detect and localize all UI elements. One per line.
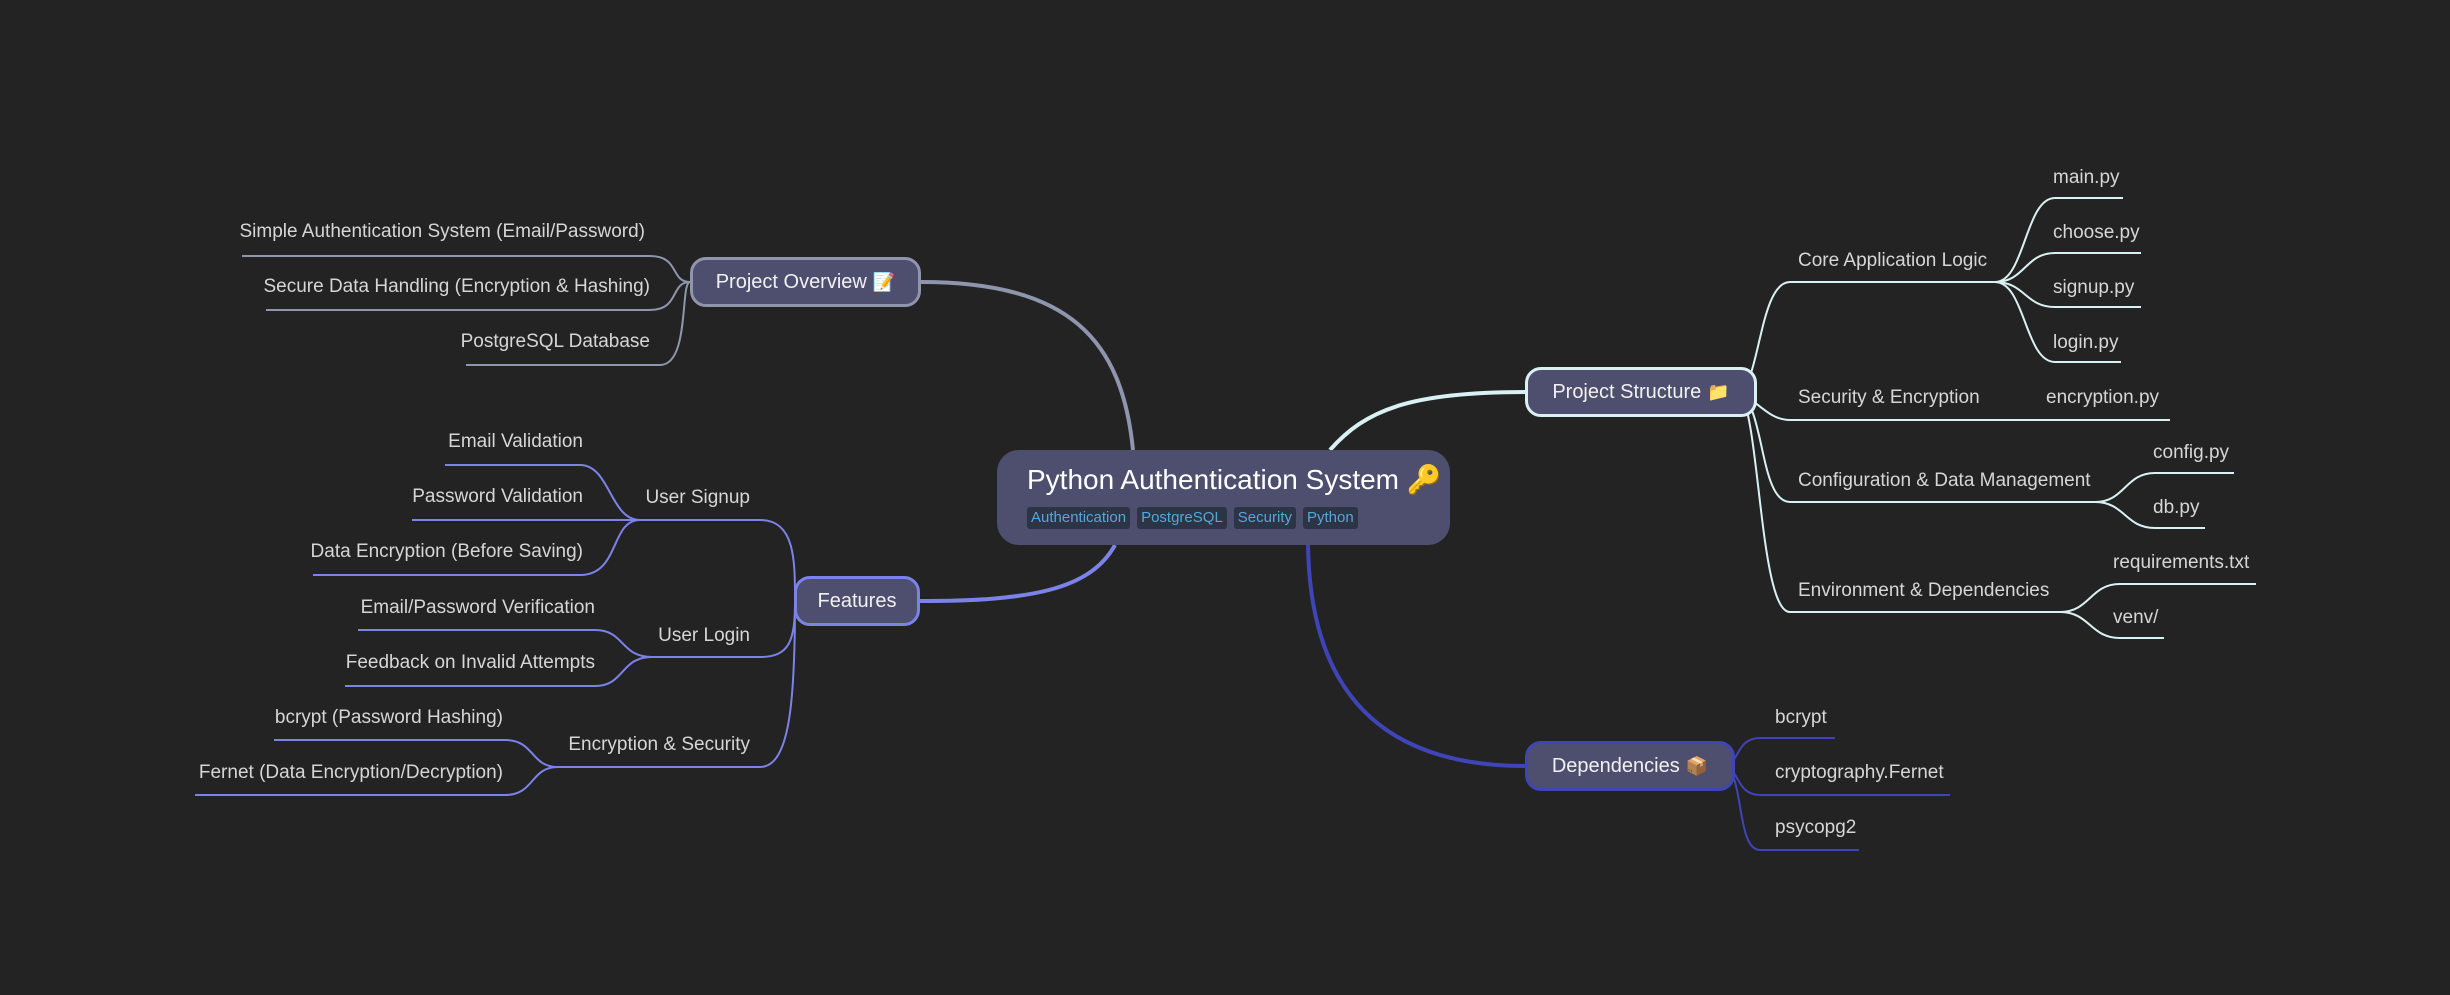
- branch-label: Features: [817, 589, 897, 612]
- branch-label: Dependencies: [1551, 754, 1680, 777]
- encryption-leaf-link-2: [195, 766, 559, 796]
- environment-leaf-link-1: [2059, 583, 2256, 613]
- structure-file[interactable]: login.py: [2053, 332, 2119, 353]
- core-leaf-link-3: [1994, 281, 2141, 308]
- root-title: Python Authentication System: [1027, 464, 1399, 495]
- folder-icon: 📁: [1707, 381, 1730, 402]
- structure-file[interactable]: config.py: [2153, 442, 2230, 463]
- login-leaf-link-2: [345, 656, 653, 687]
- tag-python[interactable]: Python: [1302, 507, 1358, 529]
- signup-leaf-link-3: [313, 519, 641, 576]
- package-icon: 📦: [1685, 755, 1709, 776]
- encryption-leaf-link-1: [274, 739, 559, 768]
- feature-item[interactable]: Data Encryption (Before Saving): [310, 541, 583, 562]
- tag-authentication[interactable]: Authentication: [1027, 507, 1131, 529]
- structure-file[interactable]: requirements.txt: [2113, 552, 2250, 573]
- structure-file[interactable]: main.py: [2053, 167, 2120, 188]
- overview-item[interactable]: Secure Data Handling (Encryption & Hashi…: [263, 276, 650, 297]
- memo-icon: 📝: [872, 271, 896, 292]
- overview-item[interactable]: Simple Authentication System (Email/Pass…: [239, 221, 646, 242]
- feature-group-user-signup[interactable]: User Signup: [645, 487, 750, 508]
- tag-security[interactable]: Security: [1233, 507, 1296, 529]
- login-leaf-link-1: [358, 629, 653, 658]
- core-leaf-link-2: [1994, 252, 2141, 283]
- feature-group-user-login[interactable]: User Login: [658, 625, 750, 646]
- structure-group-security[interactable]: Security & Encryption: [1798, 387, 1980, 408]
- branch-project-overview[interactable]: Project Overview 📝: [690, 257, 921, 307]
- features-links: [195, 464, 796, 796]
- overview-link-2: [266, 281, 691, 311]
- root-to-structure-link: [1328, 390, 1526, 452]
- signup-leaf-link-1: [445, 464, 641, 521]
- branch-dependencies[interactable]: Dependencies 📦: [1525, 741, 1735, 791]
- feature-item[interactable]: Password Validation: [412, 486, 583, 507]
- root-node[interactable]: Python Authentication System 🔑 Authentic…: [997, 450, 1450, 545]
- environment-leaf-link-2: [2059, 611, 2164, 639]
- root-to-overview-link: [920, 280, 1135, 451]
- feature-item[interactable]: Email/Password Verification: [360, 597, 595, 618]
- structure-group-config[interactable]: Configuration & Data Management: [1798, 470, 2091, 491]
- dependency-item[interactable]: psycopg2: [1775, 817, 1857, 838]
- overview-link-3: [466, 281, 691, 366]
- tag-postgresql[interactable]: PostgreSQL: [1137, 507, 1227, 529]
- overview-link-1: [242, 255, 691, 283]
- feature-group-encryption-security[interactable]: Encryption & Security: [568, 734, 750, 755]
- structure-group-environment[interactable]: Environment & Dependencies: [1798, 580, 2050, 601]
- root-to-dependencies-link: [1306, 544, 1526, 768]
- structure-file[interactable]: signup.py: [2053, 277, 2135, 298]
- structure-to-core-link: [1739, 281, 1995, 393]
- core-leaf-link-1: [1994, 197, 2123, 283]
- structure-file[interactable]: db.py: [2153, 497, 2200, 518]
- dependency-item[interactable]: cryptography.Fernet: [1775, 762, 1944, 783]
- branch-features[interactable]: Features: [794, 576, 920, 626]
- structure-group-core[interactable]: Core Application Logic: [1798, 250, 1988, 271]
- features-to-signup-link: [640, 519, 796, 602]
- core-leaf-link-4: [1994, 281, 2121, 363]
- features-to-encryption-link: [558, 600, 796, 768]
- branch-label: Project Overview: [715, 270, 867, 293]
- overview-links: [242, 255, 691, 366]
- structure-file[interactable]: venv/: [2113, 607, 2159, 628]
- feature-item[interactable]: Fernet (Data Encryption/Decryption): [198, 762, 503, 783]
- overview-item[interactable]: PostgreSQL Database: [460, 331, 650, 352]
- feature-item[interactable]: bcrypt (Password Hashing): [274, 707, 503, 728]
- key-icon: 🔑: [1406, 464, 1442, 495]
- feature-item[interactable]: Email Validation: [448, 431, 583, 452]
- branch-label: Project Structure: [1552, 380, 1702, 403]
- config-leaf-link-1: [2094, 472, 2234, 503]
- branch-project-structure[interactable]: Project Structure 📁: [1525, 367, 1757, 417]
- structure-file[interactable]: choose.py: [2053, 222, 2140, 243]
- structure-file[interactable]: encryption.py: [2046, 387, 2160, 408]
- root-to-features-link: [919, 544, 1117, 603]
- root-tags: Authentication PostgreSQL Security Pytho…: [1027, 507, 1450, 529]
- config-leaf-link-2: [2094, 501, 2205, 529]
- dependency-item[interactable]: bcrypt: [1775, 707, 1827, 728]
- feature-item[interactable]: Feedback on Invalid Attempts: [345, 652, 595, 673]
